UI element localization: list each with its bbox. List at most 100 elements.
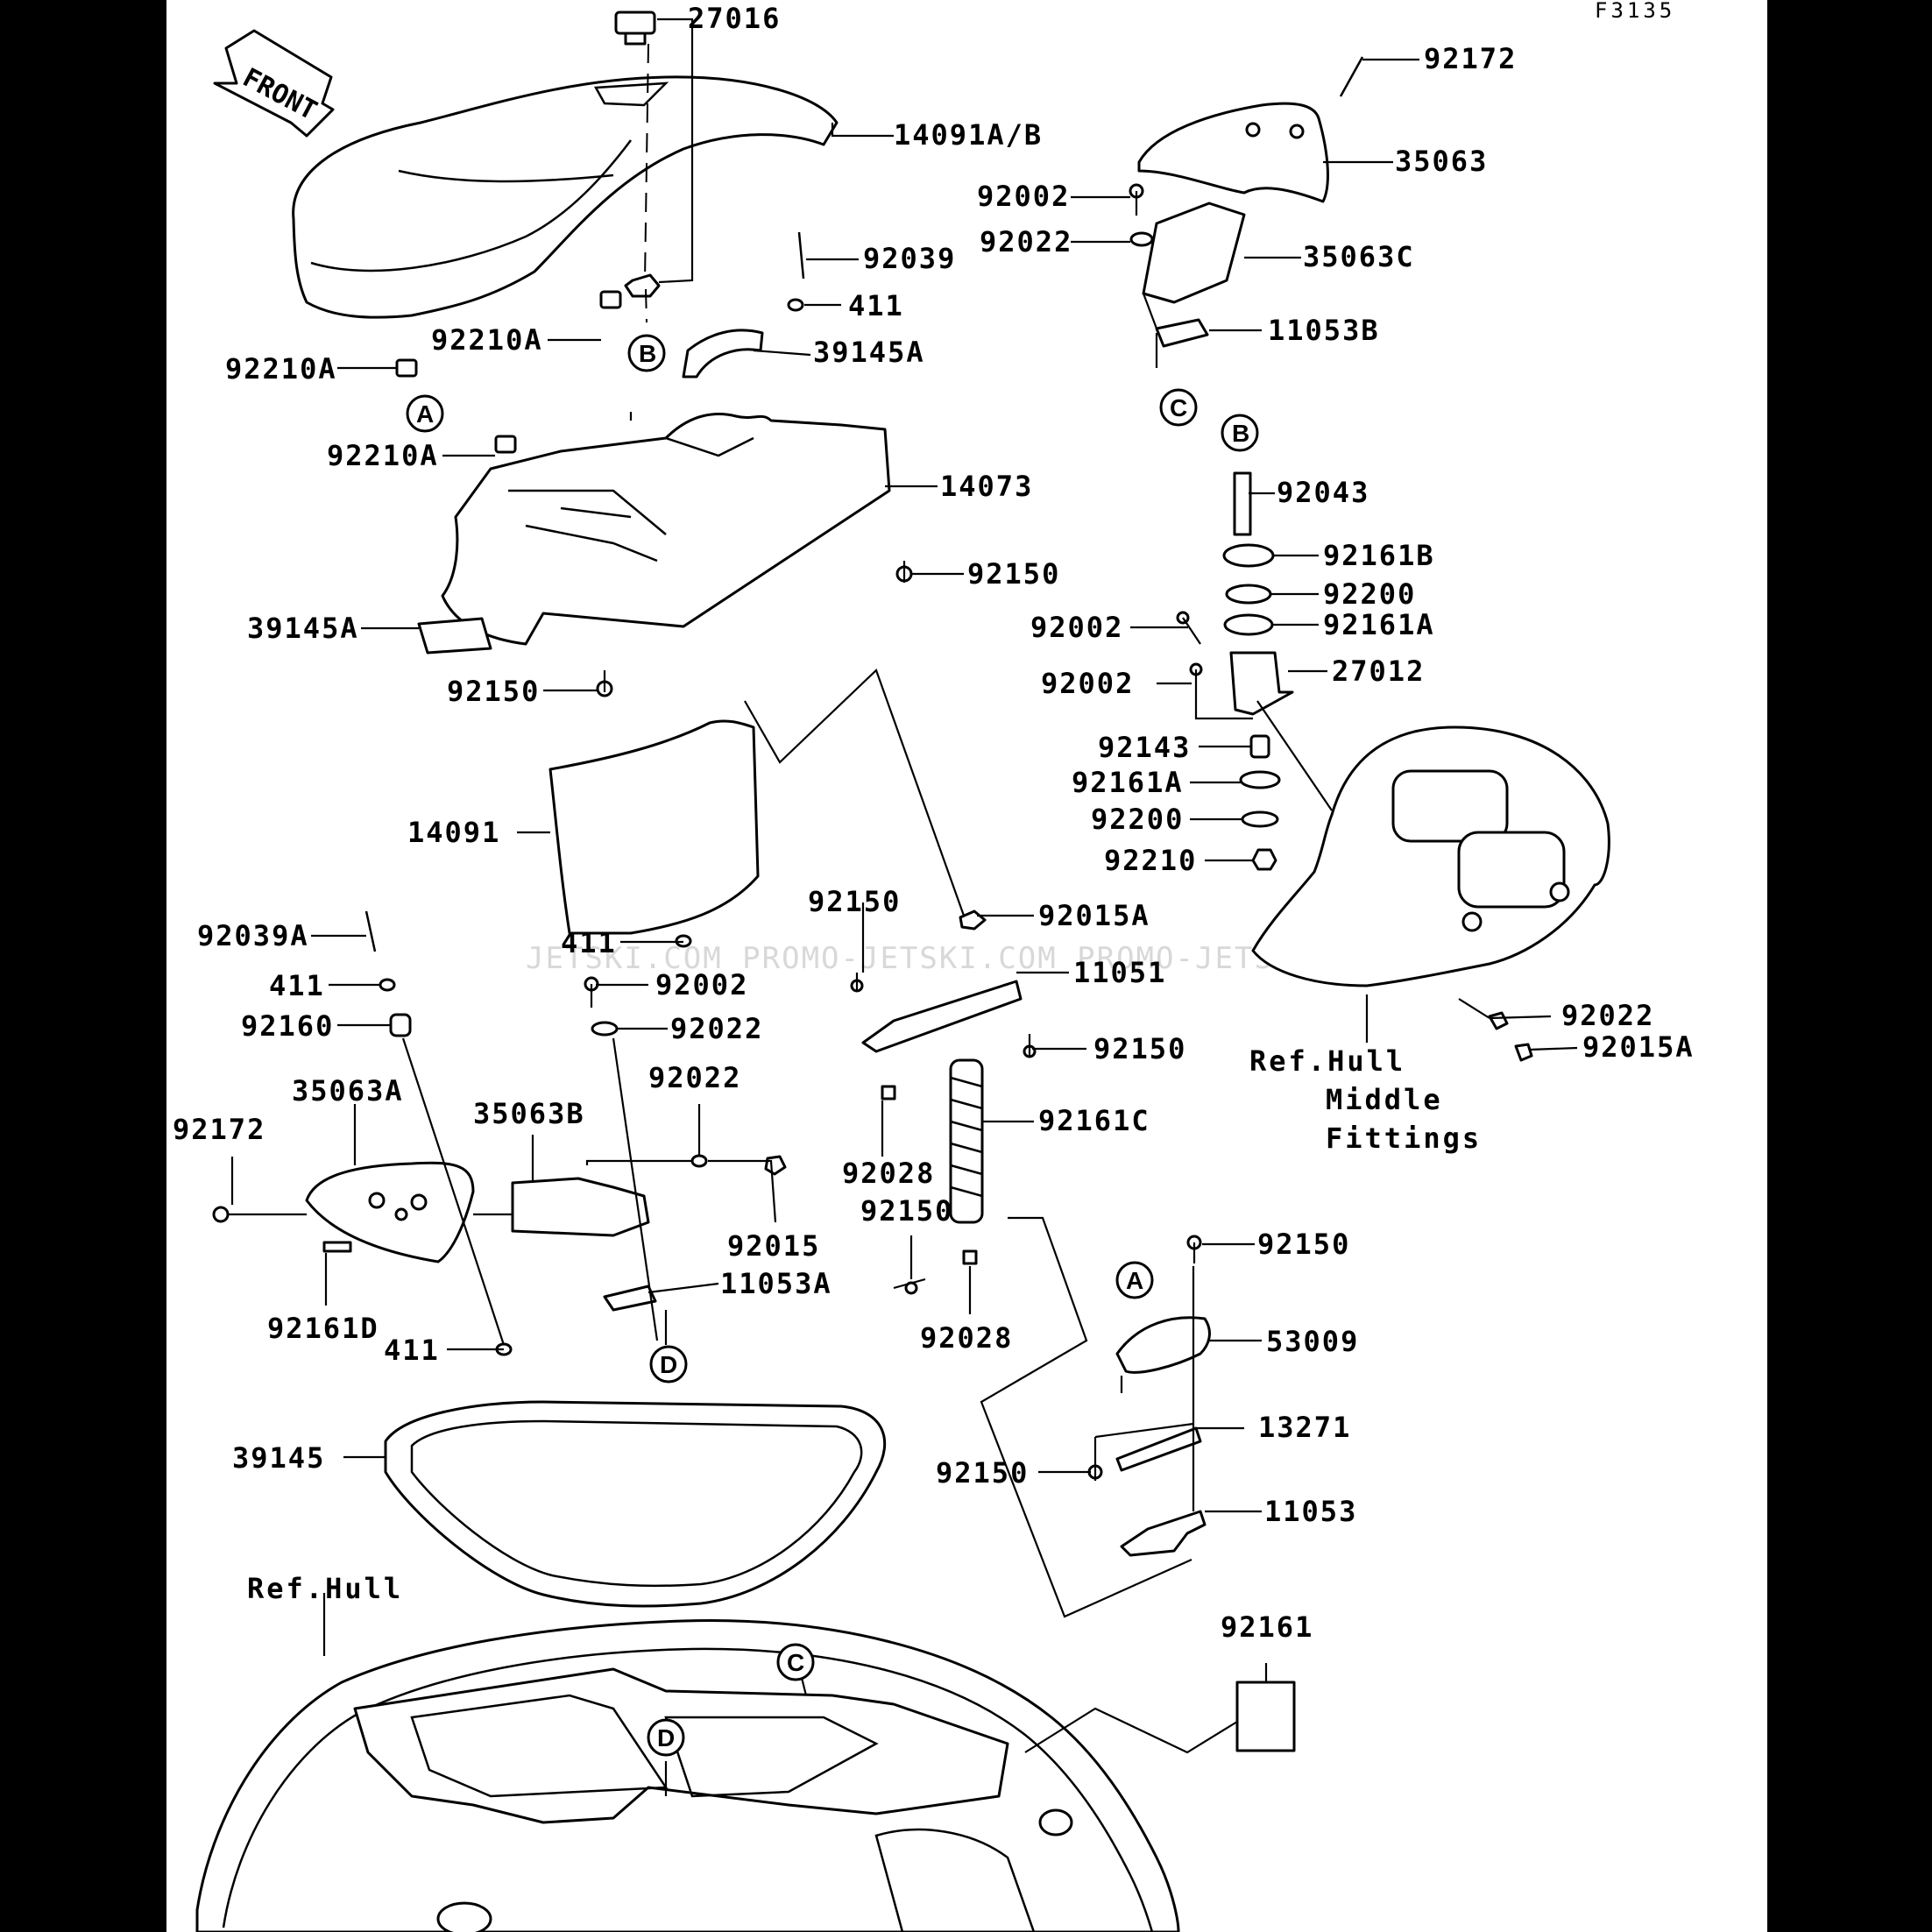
svg-text:D: D [660, 1351, 677, 1378]
part-label: 39145A [247, 612, 359, 645]
grommet-92160-icon [389, 1013, 412, 1037]
bolt-icon [893, 1277, 926, 1295]
washer-icon [1222, 543, 1275, 568]
part-label: 411 [384, 1334, 440, 1367]
ref-hull-label: Ref.Hull [247, 1572, 403, 1605]
bracket-11053-part [1120, 1510, 1207, 1557]
bolt-icon [1186, 1235, 1202, 1263]
part-label: 92172 [173, 1113, 265, 1146]
seal-39145-part [384, 1400, 887, 1608]
bracket-35063c-part [1142, 202, 1246, 304]
part-label: 11053 [1264, 1495, 1357, 1528]
part-label: 53009 [1266, 1325, 1359, 1358]
spacer-icon [1249, 734, 1270, 759]
ref-hull-middle-label: Middle [1326, 1083, 1443, 1116]
pin-92039-icon [797, 231, 805, 280]
ref-hull-middle-label: Ref.Hull [1249, 1044, 1405, 1078]
washer-icon [787, 298, 804, 312]
cover-35063-part [1137, 102, 1329, 203]
clip-icon [599, 290, 622, 309]
cap-27016-part [614, 11, 656, 46]
part-label: 92002 [1030, 611, 1123, 644]
bolt-icon [895, 561, 913, 583]
part-label: 92015 [727, 1229, 820, 1263]
nut-icon [1514, 1043, 1533, 1062]
part-label: 92002 [655, 968, 748, 1001]
part-label: 92150 [967, 557, 1060, 591]
panel-14091-part [548, 719, 760, 935]
washer-icon [1129, 231, 1154, 247]
latch-53009-part [1115, 1316, 1211, 1374]
part-label: 11051 [1073, 956, 1166, 989]
circle-ref-a-top: A [406, 394, 444, 433]
part-label: 92150 [808, 885, 901, 918]
circle-ref-c-low: C [776, 1643, 815, 1681]
washer-icon [1239, 770, 1281, 789]
part-label: 92161D [267, 1312, 379, 1345]
part-label: 92028 [920, 1321, 1013, 1355]
part-label: 92210A [327, 439, 439, 472]
diagram-sheet [166, 0, 1767, 1932]
part-label: 411 [561, 926, 617, 959]
svg-text:C: C [787, 1649, 804, 1676]
part-label: 92022 [670, 1012, 763, 1045]
nut-icon [624, 273, 661, 298]
drawing-code: F3135 [1595, 0, 1675, 23]
part-label: 92022 [1561, 999, 1654, 1032]
spring-92161c-part [949, 1058, 984, 1224]
bolt-icon [1129, 183, 1144, 216]
spacer-icon [962, 1249, 978, 1265]
part-label: 92150 [1093, 1032, 1186, 1065]
part-label: 92015A [1038, 899, 1150, 932]
part-label: 92002 [1041, 667, 1134, 700]
pin-92039a-icon [364, 910, 377, 952]
part-label: 411 [848, 289, 904, 322]
part-label: 14091A/B [894, 118, 1043, 152]
part-label: 92015A [1582, 1030, 1695, 1064]
part-label: 35063 [1395, 145, 1488, 178]
washer-icon [1223, 613, 1274, 636]
bracket-27012-part [1229, 651, 1294, 716]
screw-icon [1339, 56, 1364, 97]
part-label: 92150 [1257, 1228, 1350, 1261]
bolt-92043-icon [1233, 471, 1252, 536]
washer-icon [379, 978, 396, 992]
plate-11053a-part [603, 1284, 657, 1312]
hull-middle-fittings-part [1251, 725, 1610, 987]
bolt-icon [1087, 1437, 1103, 1481]
part-label: 92039A [197, 919, 309, 952]
strip-39145a-part [682, 329, 764, 379]
svg-text:D: D [657, 1724, 675, 1752]
part-label: 92210A [225, 352, 337, 386]
part-label: 11053A [720, 1267, 832, 1300]
circle-ref-c-top: C [1159, 388, 1198, 427]
part-label: 92200 [1323, 577, 1416, 611]
part-label: 14091 [407, 816, 500, 849]
circle-ref-a-mid: A [1115, 1261, 1154, 1299]
part-label: 35063B [473, 1097, 585, 1130]
cover-35063a-part [305, 1161, 475, 1263]
nut-icon [1251, 848, 1277, 871]
leader-lines [230, 18, 1578, 1796]
part-label: 39145A [813, 336, 925, 369]
part-label: 92210A [431, 323, 543, 357]
part-label: 92150 [936, 1456, 1029, 1490]
bolt-icon [850, 973, 864, 993]
part-label: 92172 [1424, 42, 1517, 75]
part-label: 92161 [1221, 1610, 1313, 1644]
part-label: 92161A [1072, 766, 1184, 799]
front-arrow-icon: FRONT [213, 29, 335, 138]
part-label: 35063A [292, 1074, 404, 1108]
bolt-icon [1023, 1034, 1037, 1058]
part-label: 27016 [688, 2, 781, 35]
part-label: 13271 [1258, 1411, 1351, 1444]
screw-icon [212, 1206, 250, 1223]
part-label: 92150 [447, 675, 540, 708]
part-label: 14073 [940, 470, 1033, 503]
strip-39145a-part [417, 617, 492, 655]
bolt-icon [1176, 611, 1201, 645]
part-label: 92161A [1323, 608, 1435, 641]
part-label: 92022 [648, 1061, 741, 1094]
part-label: 39145 [232, 1441, 325, 1475]
bolt-icon [1189, 662, 1203, 701]
